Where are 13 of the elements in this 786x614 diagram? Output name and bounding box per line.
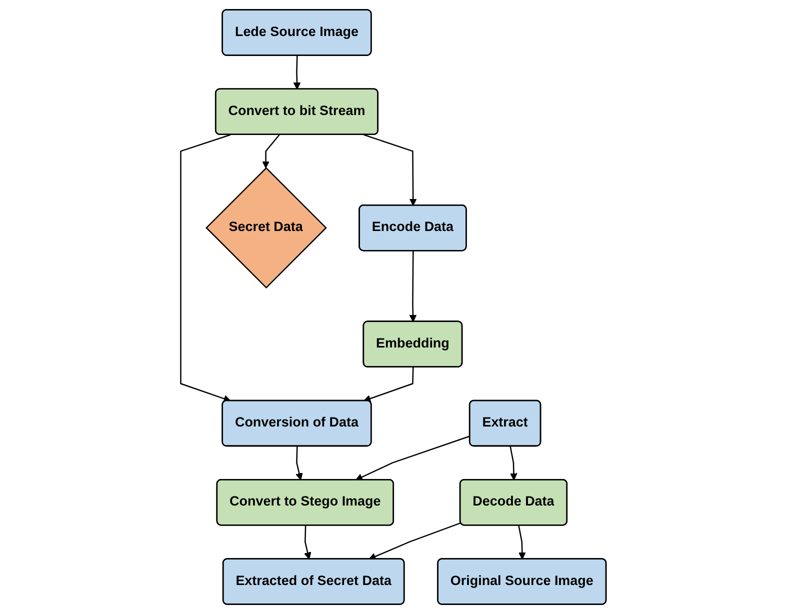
- arrow: [180, 134, 230, 402]
- node-diamond: Secret Data: [205, 167, 327, 289]
- arrow: [292, 56, 300, 90]
- arrow: [295, 446, 302, 480]
- arrow: [262, 134, 280, 168]
- arrow: [368, 522, 461, 560]
- arrow: [363, 367, 414, 402]
- arrow: [408, 251, 416, 322]
- arrow: [355, 436, 470, 481]
- arrow: [363, 134, 416, 206]
- arrow: [509, 446, 518, 480]
- arrow: [518, 525, 526, 560]
- arrow: [304, 526, 311, 560]
